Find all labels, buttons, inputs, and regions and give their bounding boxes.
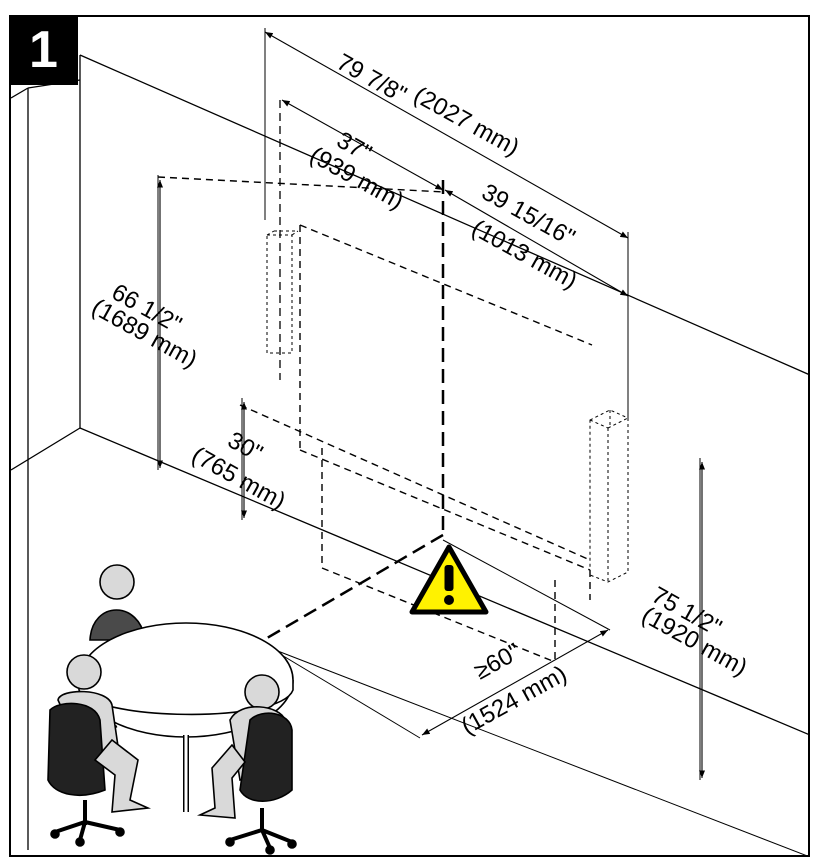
step-number-badge: 1	[9, 15, 78, 85]
room-walls	[11, 54, 808, 855]
left-speaker-outline	[266, 230, 299, 354]
clearance-in-label: ≥60"	[470, 638, 525, 685]
clearance-mm-label: (1524 mm)	[457, 660, 572, 740]
warning-triangle-icon	[409, 544, 489, 615]
right-speaker-outline	[589, 409, 629, 583]
overall-width-mm-label: (2027 mm)	[409, 82, 524, 162]
meeting-table-group	[47, 564, 297, 855]
dimension-arrows	[156, 31, 706, 778]
overall-width-in-label: 79 7/8"	[332, 49, 411, 109]
